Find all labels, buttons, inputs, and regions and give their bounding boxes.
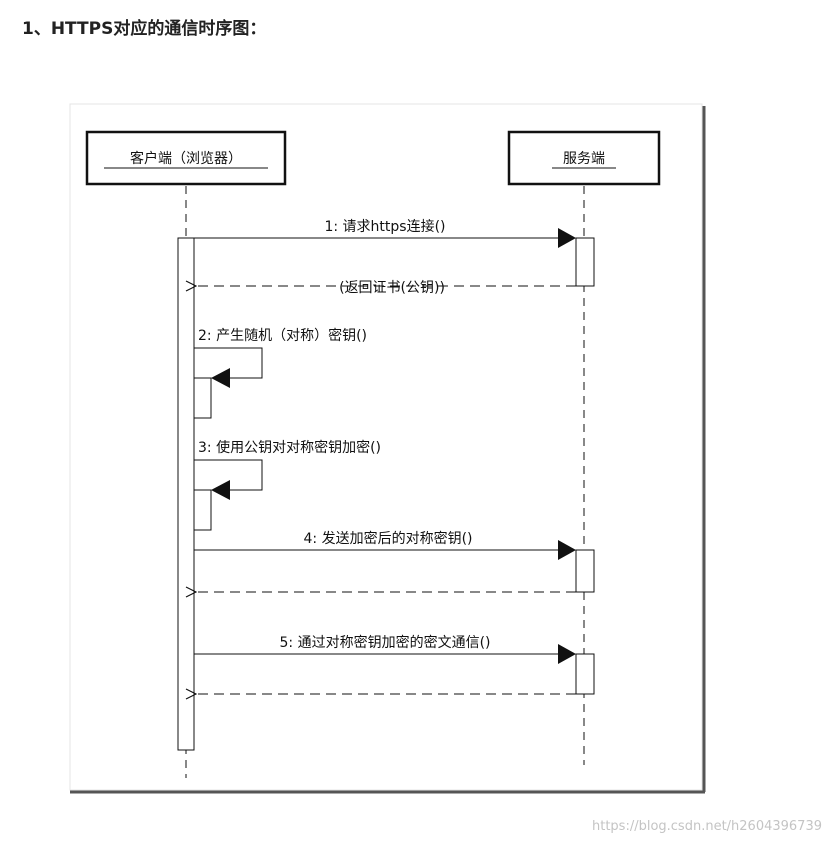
self-activation-2 <box>193 377 212 419</box>
message-4-label: 4: 发送加密后的对称密钥() <box>304 530 473 547</box>
message-3-label: 3: 使用公钥对对称密钥加密() <box>198 439 381 456</box>
message-5-arrowhead <box>558 644 576 664</box>
message-5-label: 5: 通过对称密钥加密的密文通信() <box>280 634 491 651</box>
watermark: https://blog.csdn.net/h2604396739 <box>591 819 822 834</box>
message-2-arrowhead <box>211 368 230 388</box>
message-1-arrowhead <box>558 228 576 248</box>
message-3-arrowhead <box>211 480 230 500</box>
self-activation-3 <box>193 489 212 531</box>
diagram-frame <box>69 103 703 791</box>
message-3-line <box>194 459 263 491</box>
message-4-arrowhead <box>558 540 576 560</box>
message-2-line <box>194 347 263 379</box>
message-1-label: 1: 请求https连接() <box>324 218 445 235</box>
participant-client-box <box>85 130 287 186</box>
server-activation-1 <box>575 237 595 287</box>
page-heading: 1、HTTPS对应的通信时序图： <box>22 19 267 39</box>
message-2-label: 2: 产生随机（对称）密钥() <box>198 327 367 344</box>
client-activation-bar <box>177 237 195 751</box>
participant-server-label: 服务端 <box>563 151 605 167</box>
participant-server-box <box>507 130 661 186</box>
participant-client-label: 客户端（浏览器） <box>130 150 242 167</box>
return-1-label: (返回证书(公钥)) <box>339 280 445 296</box>
server-activation-3 <box>575 653 595 695</box>
server-activation-2 <box>575 549 595 593</box>
